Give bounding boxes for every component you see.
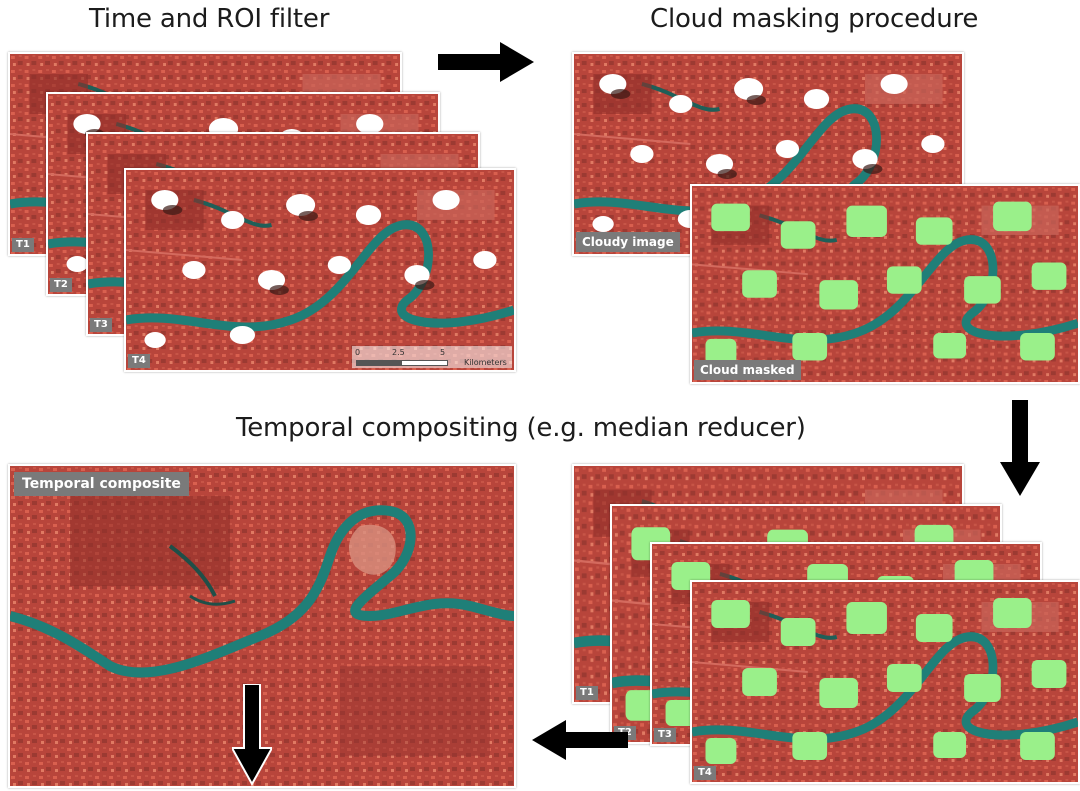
time-label: T1 [576, 686, 598, 700]
arrow-down-icon [1000, 400, 1040, 496]
composite-image [10, 466, 514, 786]
scale-tick: 5 [440, 348, 446, 357]
time-label: T3 [90, 318, 112, 332]
heading-time-roi-filter: Time and ROI filter [89, 4, 330, 34]
time-label: T3 [654, 728, 676, 742]
scene-image [692, 582, 1078, 782]
arrow-left-icon [532, 720, 628, 760]
scale-tick: 0 [355, 348, 361, 357]
scale-tick: 2.5 [392, 348, 405, 357]
temporal-composite-label: Temporal composite [14, 472, 189, 496]
scale-bar: 0 2.5 5 Kilometers [352, 346, 512, 368]
time-label: T1 [12, 238, 34, 252]
arrow-down-icon [232, 684, 272, 787]
scene-t4: T4 0 2.5 5 Kilometers [124, 168, 516, 372]
cloudy-image-label: Cloudy image [576, 232, 680, 252]
arrow-right-icon [438, 42, 534, 82]
masked-scene-t4: T4 [690, 580, 1080, 784]
time-label: T2 [50, 278, 72, 292]
cloud-masked-label: Cloud masked [694, 360, 801, 380]
cloud-masked-panel: Cloud masked [690, 184, 1080, 384]
scale-bar-graphic [356, 360, 448, 366]
time-label: T4 [694, 766, 716, 780]
heading-cloud-masking: Cloud masking procedure [650, 4, 979, 34]
time-label: T4 [128, 354, 150, 368]
scale-unit: Kilometers [464, 358, 507, 367]
scene-image [126, 170, 514, 370]
temporal-composite-panel: Temporal composite [8, 464, 516, 788]
scene-image [692, 186, 1078, 382]
heading-temporal-compositing: Temporal compositing (e.g. median reduce… [236, 413, 806, 443]
